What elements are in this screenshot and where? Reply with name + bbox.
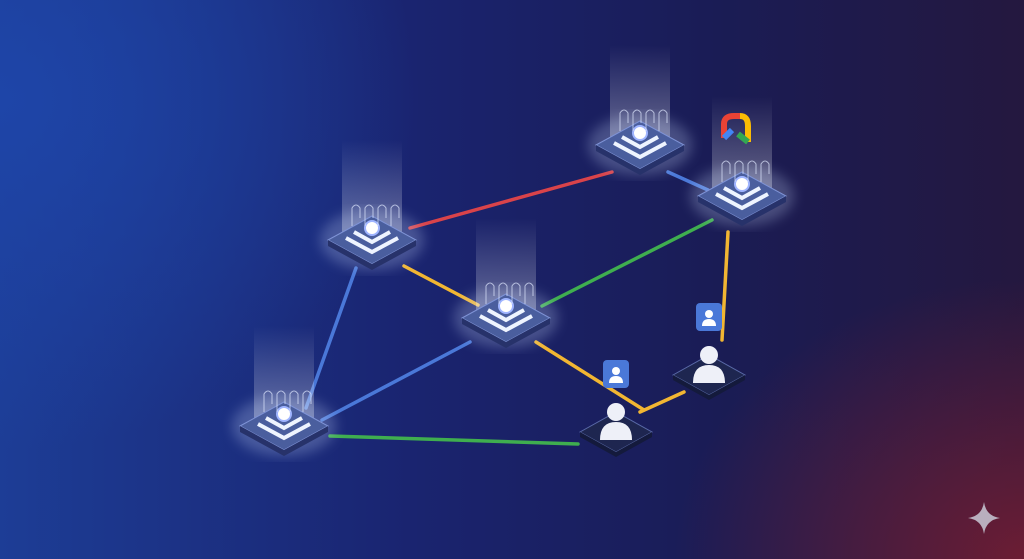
link-green: [328, 434, 580, 446]
user-icon: [578, 360, 654, 457]
user-icon: [671, 303, 747, 400]
user-badge-icon: [696, 303, 722, 331]
server-node-icon: [232, 326, 336, 456]
server-node-icon: [320, 140, 424, 270]
user-badge-icon: [603, 360, 629, 388]
nodes: [232, 45, 794, 456]
sparkle-icon: [968, 502, 1000, 534]
server-node-icon: [690, 96, 794, 226]
server-node-icon: [454, 218, 558, 348]
link-yellow: [720, 230, 730, 342]
link-blue: [320, 340, 472, 422]
link-yellow: [402, 264, 480, 307]
links: [304, 170, 730, 446]
link-yellow: [638, 390, 686, 414]
google-cloud-logo: [721, 113, 751, 145]
server-node-icon: [588, 45, 692, 175]
link-green: [540, 218, 714, 308]
users: [578, 303, 747, 457]
link-yellow: [534, 340, 646, 412]
link-red: [408, 170, 614, 230]
link-blue: [304, 266, 358, 410]
